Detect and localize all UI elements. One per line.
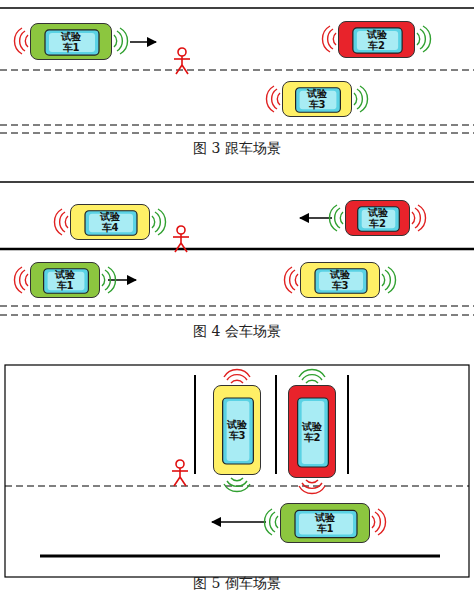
test-car: 试验 车2 xyxy=(345,200,410,236)
test-car: 试验 车1 xyxy=(30,262,100,298)
car-label: 试验 车1 xyxy=(58,31,84,53)
car-label: 试验 车1 xyxy=(52,269,78,291)
test-car: 试验 车2 xyxy=(288,385,336,478)
car-label: 试验 车2 xyxy=(299,421,325,443)
figure-caption: 图 5 倒车场景 xyxy=(193,575,281,593)
test-car: 试验 车3 xyxy=(300,262,380,298)
figure-caption: 图 3 跟车场景 xyxy=(193,140,281,158)
test-car: 试验 车1 xyxy=(280,503,370,543)
car-label: 试验 车4 xyxy=(97,211,123,233)
car-label: 试验 车3 xyxy=(224,419,250,441)
test-car: 试验 车4 xyxy=(70,204,150,240)
car-label: 试验 车3 xyxy=(327,269,353,291)
test-car: 试验 车2 xyxy=(338,21,415,58)
figure-caption: 图 4 会车场景 xyxy=(193,323,281,341)
car-label: 试验 车1 xyxy=(312,512,338,534)
car-label: 试验 车3 xyxy=(304,88,330,110)
test-car: 试验 车1 xyxy=(30,23,112,60)
test-car: 试验 车3 xyxy=(282,81,352,117)
test-car: 试验 车3 xyxy=(213,385,261,475)
car-label: 试验 车2 xyxy=(365,207,391,229)
car-label: 试验 车2 xyxy=(364,29,390,51)
